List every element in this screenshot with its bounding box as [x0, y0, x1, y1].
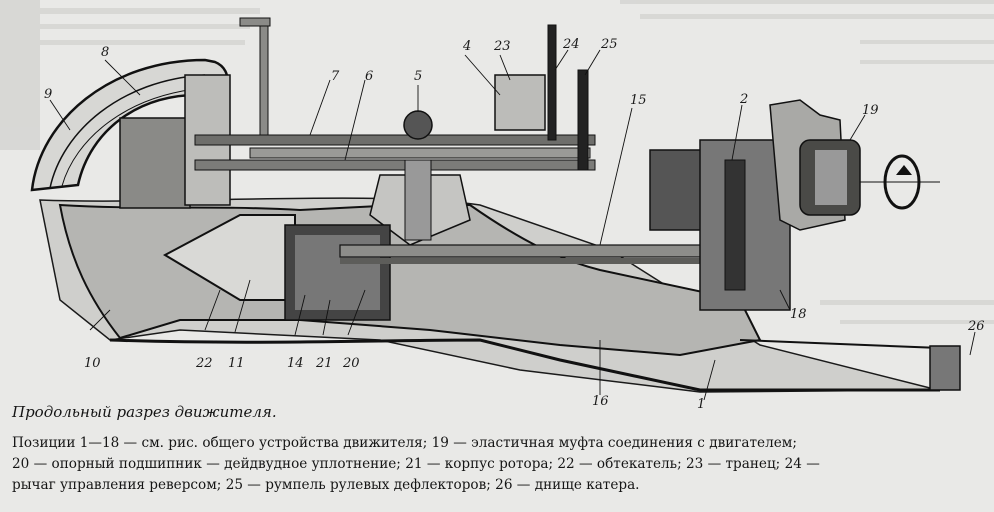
reverse-lever: [547, 24, 557, 141]
vertical-lever: [259, 19, 269, 136]
label-25: 25: [601, 37, 618, 52]
legend-line: рычаг управления реверсом; 25 — румпель …: [12, 477, 640, 493]
transom-block: [494, 74, 546, 131]
top-rod: [194, 134, 596, 146]
label-8: 8: [101, 45, 110, 60]
figure-caption: Продольный разрез движителя.: [12, 403, 277, 421]
deflector-tiller: [577, 69, 589, 171]
label-1: 1: [697, 397, 706, 412]
gear-wheel: [724, 159, 746, 291]
label-5: 5: [414, 69, 423, 84]
label-16: 16: [592, 394, 609, 409]
label-15: 15: [630, 93, 647, 108]
label-9: 9: [44, 87, 53, 102]
label-2: 2: [740, 92, 749, 107]
label-19: 19: [862, 103, 879, 118]
label-18: 18: [790, 307, 807, 322]
label-14: 14: [287, 356, 304, 371]
transom-end: [929, 345, 961, 391]
label-26: 26: [968, 319, 985, 334]
legend-line: Позиции 1—18 — см. рис. общего устройств…: [12, 435, 797, 451]
label-24: 24: [563, 37, 580, 52]
steering-pivot: [403, 110, 433, 140]
label-20: 20: [343, 356, 360, 371]
figure-legend: Позиции 1—18 — см. рис. общего устройств…: [12, 433, 984, 496]
label-11: 11: [228, 356, 245, 371]
jet-propulsor-cross-section: [30, 17, 976, 400]
deflector-housing: [119, 117, 191, 209]
label-21: 21: [316, 356, 333, 371]
label-10: 10: [84, 356, 101, 371]
label-4: 4: [463, 39, 472, 54]
label-23: 23: [494, 39, 511, 54]
label-22: 22: [196, 356, 213, 371]
label-7: 7: [331, 69, 340, 84]
label-6: 6: [365, 69, 374, 84]
legend-line: 20 — опорный подшипник — дейдвудное упло…: [12, 456, 820, 472]
hull-bottom-line: [109, 338, 940, 392]
